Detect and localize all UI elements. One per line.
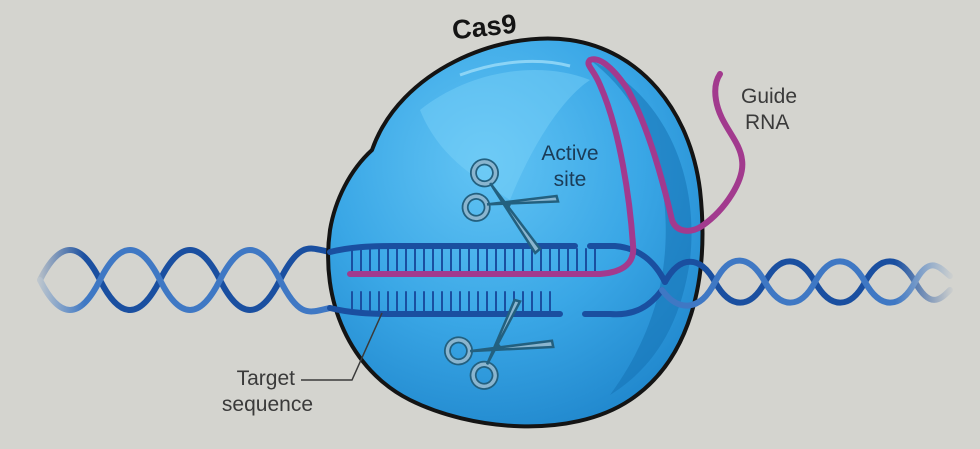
target-sequence-label-line2: sequence (221, 393, 313, 416)
guide-rna-strand (347, 56, 746, 277)
active-site-label-line1: Active (541, 142, 599, 165)
dna-helix-left (30, 230, 333, 330)
target-sequence-label-line1: Target (236, 367, 295, 390)
dna-helix-right (659, 230, 955, 330)
target-sequence-leader (301, 312, 383, 381)
guide-rna-label-line2: RNA (745, 111, 790, 134)
dna-unwound (327, 243, 668, 318)
guide-rna-label-line1: Guide (741, 85, 798, 108)
cas9-protein (326, 36, 705, 429)
active-site-label-line2: site (553, 168, 587, 191)
target-sequence-label: Target sequence (200, 366, 313, 418)
active-site-label: Active site (530, 141, 610, 193)
guide-rna-label: Guide RNA (741, 84, 797, 136)
